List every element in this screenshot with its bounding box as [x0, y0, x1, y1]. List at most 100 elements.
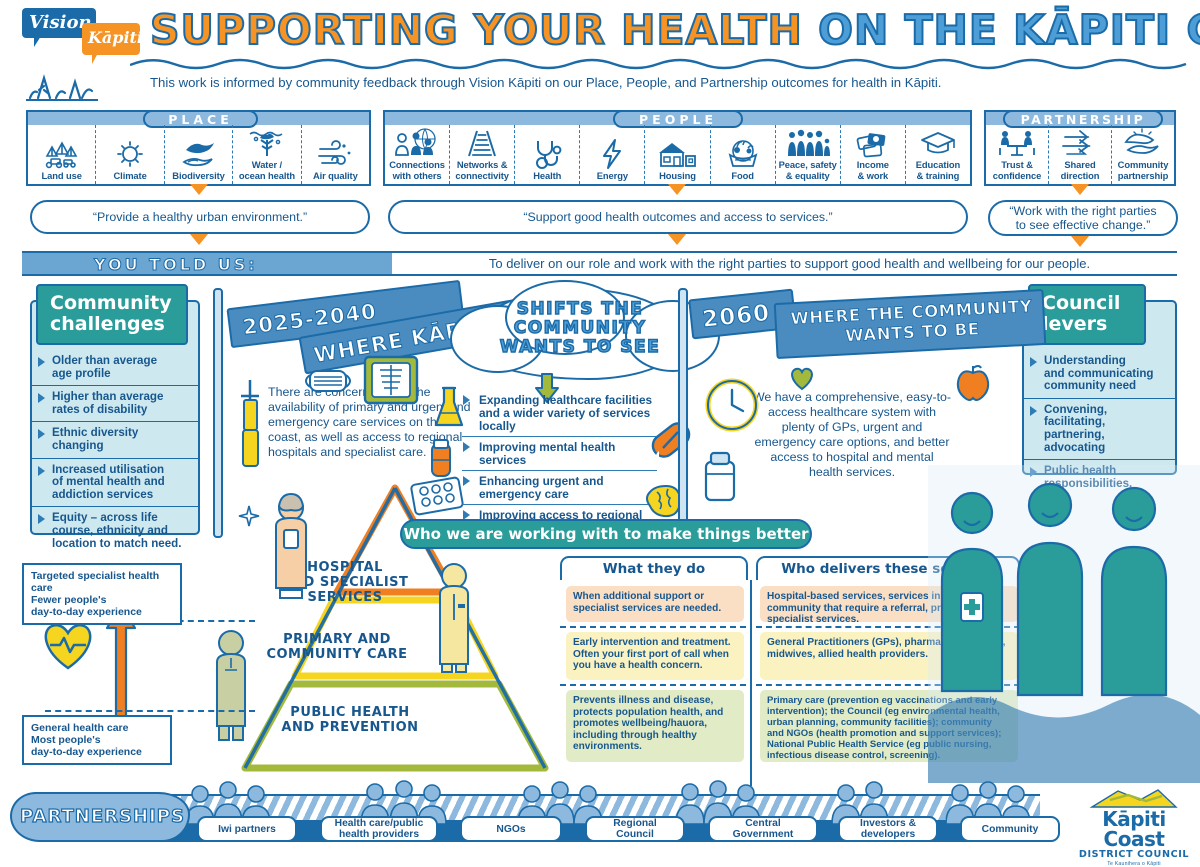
services-cell-who-3: Primary care (prevention eg vaccinations…	[760, 690, 1018, 762]
you-told-us-bar: YOU TOLD US: To deliver on our role and …	[22, 251, 1177, 276]
people-panel: PEOPLE Connections with others	[383, 110, 972, 186]
council-logo-maori: Te Kaunihera o Kāpiti	[1107, 861, 1161, 867]
people-item-income-work: Income & work	[841, 125, 906, 184]
pyramid-tier-label-hospital: HOSPITAL AND SPECIALIST SERVICES	[281, 560, 409, 605]
list-item: Older than average age profile	[32, 350, 198, 387]
people-arrow-down	[668, 184, 686, 195]
partnership-chip-regional-council: Regional Council	[585, 816, 685, 842]
services-row-divider-2b	[756, 684, 1020, 686]
you-told-us-label: YOU TOLD US:	[94, 255, 258, 275]
heart-pulse-icon	[38, 620, 98, 672]
shifts-cloud-title: SHIFTS THE COMMUNITY WANTS TO SEE	[499, 299, 661, 357]
shifts-cloud-top-puff	[505, 280, 625, 355]
services-cell-what-1: When additional support or specialist se…	[566, 586, 744, 622]
list-item: Enhancing urgent and emergency care	[462, 471, 657, 505]
people-item-energy: Energy	[580, 125, 646, 184]
partnership-chip-iwi: Iwi partners	[197, 816, 297, 842]
you-told-us-text: To deliver on our role and work with the…	[488, 256, 1091, 271]
partnership-chip-central-government: Central Government	[708, 816, 818, 842]
place-item-label: Climate	[113, 169, 147, 181]
page-header: Vision Kāpiti SUPPORTING YOUR HEALTH ON …	[0, 0, 1200, 101]
partnership-item-shared-direction: Shared direction	[1049, 125, 1112, 184]
partnership-quote-arrow	[1071, 236, 1089, 247]
kapiti-coast-district-council-logo: Kāpiti Coast DISTRICT COUNCIL Te Kaunihe…	[1075, 788, 1193, 867]
timeline-future-heading: WHERE THE COMMUNITY WANTS TO BE	[790, 296, 1033, 346]
services-cell-what-3: Prevents illness and disease, protects p…	[566, 690, 744, 762]
place-item-biodiversity: Biodiversity	[165, 125, 234, 184]
services-table-header-who: Who delivers these services	[756, 556, 1020, 580]
community-challenges-title: Community challenges	[36, 284, 188, 345]
people-item-connections: Connections with others	[385, 125, 451, 184]
council-levers-title: Council levers	[1028, 284, 1146, 345]
partnerships-label: PARTNERSHIPS	[19, 805, 185, 827]
people-item-label: Energy	[596, 169, 628, 181]
place-quote-bubble: “Provide a healthy urban environment.”	[30, 200, 370, 234]
partnership-chip-community: Community	[960, 816, 1060, 842]
meeting-table-icon	[995, 126, 1039, 160]
partnership-item-community-partnership: Community partnership	[1112, 125, 1174, 184]
partnership-quote-text: “Work with the right parties to see effe…	[1009, 204, 1157, 232]
house-icon	[655, 137, 699, 171]
list-item: Convening, facilitating, partnering, adv…	[1024, 399, 1175, 461]
people-item-label: Health	[533, 169, 562, 181]
services-table-divider	[750, 580, 752, 786]
pyramid-callout-general: General health care Most people's day-to…	[22, 715, 172, 765]
partnership-item-label: Community partnership	[1117, 159, 1169, 181]
syringe-icon	[236, 372, 264, 482]
people-item-label: Housing	[659, 169, 696, 181]
people-connections-icon	[392, 126, 442, 160]
sun-climate-icon	[113, 137, 147, 171]
timeline-future-body: We have a comprehensive, easy-to-access …	[752, 390, 952, 479]
partnership-chip-investors: Investors & developers	[838, 816, 938, 842]
clock-icon	[705, 378, 759, 432]
vision-kapiti-logo: Vision Kāpiti	[22, 6, 144, 64]
council-logo-subtitle: DISTRICT COUNCIL	[1078, 849, 1190, 860]
place-item-climate: Climate	[96, 125, 165, 184]
page-title: SUPPORTING YOUR HEALTH ON THE KĀPITI COA…	[149, 5, 1200, 57]
people-item-food: Food	[711, 125, 776, 184]
services-table-header-what: What they do	[560, 556, 748, 580]
place-item-land-use: Land use	[28, 125, 97, 184]
logo-text-kapiti: Kāpiti	[88, 28, 144, 47]
people-panel-title: PEOPLE	[613, 110, 743, 128]
place-icons-row: Land use Climate	[28, 125, 369, 184]
services-row-divider-1b	[756, 626, 1020, 628]
partnership-panel-title: PARTNERSHIP	[1003, 110, 1163, 128]
medicine-bottle-icon	[700, 450, 740, 504]
partnership-item-label: Trust & confidence	[992, 159, 1042, 181]
green-heart-icon	[788, 365, 816, 391]
place-item-water-ocean-health: Water / ocean health	[233, 125, 302, 184]
logo-bubble-kapiti: Kāpiti	[82, 23, 144, 64]
partnership-arrow-down	[1071, 184, 1089, 195]
services-cell-who-2: General Practitioners (GPs), pharmacists…	[760, 632, 1018, 680]
people-item-health: Health	[515, 125, 581, 184]
timeline-current-body: There are concerns about the availabilit…	[268, 385, 471, 459]
food-basket-icon	[725, 137, 761, 171]
partnership-quote-bubble: “Work with the right parties to see effe…	[988, 200, 1178, 236]
partnerships-label-blob	[10, 792, 190, 842]
place-quote-text: “Provide a healthy urban environment.”	[92, 210, 308, 224]
mountain-icon	[1089, 789, 1178, 808]
place-quote-arrow	[190, 234, 208, 245]
place-panel: PLACE Land use	[26, 110, 371, 186]
money-work-icon	[854, 126, 892, 160]
people-item-education: Education & training	[906, 125, 970, 184]
list-item: Understanding and communicating communit…	[1024, 350, 1175, 399]
water-plant-icon	[247, 126, 287, 160]
trees-decoration	[26, 74, 98, 101]
partnership-item-label: Shared direction	[1060, 159, 1100, 181]
partnership-chip-ngos: NGOs	[460, 816, 562, 842]
people-item-label: Peace, safety & equality	[778, 159, 837, 181]
council-logo-name: Kāpiti Coast	[1102, 807, 1166, 851]
list-item: Equity – across life course, ethnicity a…	[32, 507, 198, 555]
page-subtitle: This work is informed by community feedb…	[150, 75, 942, 90]
wave-divider	[130, 58, 1187, 70]
wind-icon	[316, 137, 354, 171]
partnership-panel: PARTNERSHIP Trust & confidence	[984, 110, 1176, 186]
pyramid-callout-specialist: Targeted specialist health care Fewer pe…	[22, 563, 182, 625]
bird-lizard-icon	[178, 137, 220, 171]
place-item-label: Air quality	[312, 169, 358, 181]
working-with-bar: Who we are working with to make things b…	[400, 519, 812, 549]
services-table: What they do Who delivers these services…	[560, 556, 1020, 786]
